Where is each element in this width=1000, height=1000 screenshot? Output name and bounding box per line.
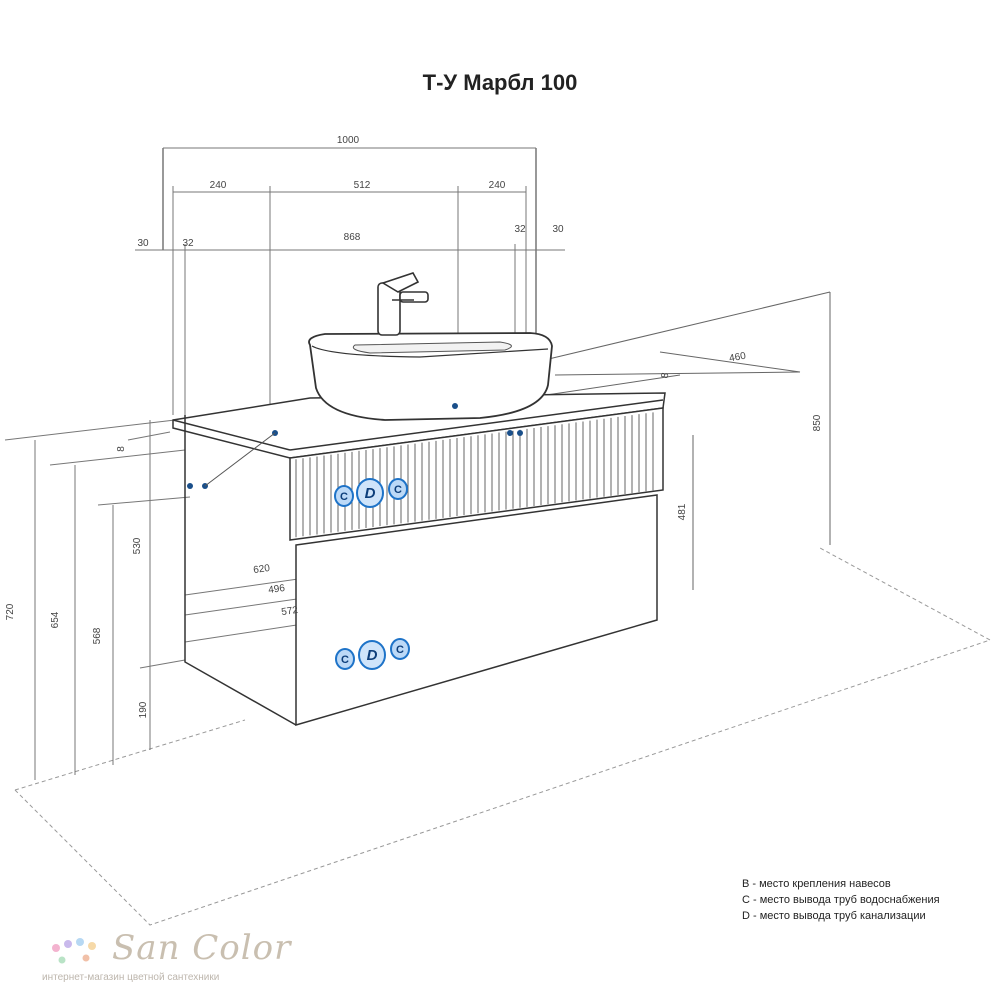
upper-drawer bbox=[289, 407, 664, 541]
left-height-lines bbox=[4, 419, 191, 780]
color-dots-icon bbox=[52, 938, 96, 964]
marker-c-lower-left: C bbox=[341, 654, 349, 666]
dim-height-190: 190 bbox=[138, 701, 149, 718]
marker-c-upper-right: C bbox=[394, 484, 402, 496]
marker-c-upper-left: C bbox=[340, 491, 348, 503]
dimension-labels: 1000 240 512 240 30 32 868 32 30 460 8 8… bbox=[5, 135, 823, 718]
floor-outline bbox=[14, 547, 992, 926]
dim-height-total: 720 bbox=[5, 603, 16, 620]
legend-item-b: B - место крепления навесов bbox=[742, 878, 891, 890]
dim-height-530: 530 bbox=[132, 537, 143, 554]
drawer-ribs bbox=[295, 412, 654, 538]
dim-height-654: 654 bbox=[50, 611, 61, 628]
dim-side-offset-right: 30 bbox=[552, 224, 564, 235]
dim-right-section: 240 bbox=[489, 180, 506, 191]
dim-span-572: 572 bbox=[281, 605, 299, 618]
lower-cabinet bbox=[184, 415, 658, 726]
mount-points bbox=[187, 403, 523, 489]
pipe-markers-upper: C D C bbox=[334, 478, 408, 508]
logo-subtitle: интернет-магазин цветной сантехники bbox=[42, 972, 220, 983]
faucet bbox=[377, 272, 429, 336]
dim-depth: 460 bbox=[728, 351, 747, 365]
dim-drawer-height: 481 bbox=[677, 503, 688, 520]
dim-height-568: 568 bbox=[92, 627, 103, 644]
legend-item-d: D - место вывода труб канализации bbox=[742, 910, 926, 922]
right-wall-lines bbox=[459, 291, 831, 590]
dim-depth-mark-left: 8 bbox=[116, 446, 127, 452]
marker-d-upper: D bbox=[365, 485, 376, 502]
dim-side-offset-left: 30 bbox=[137, 238, 149, 249]
dim-inner-offset-left: 32 bbox=[182, 238, 194, 249]
marker-c-lower-right: C bbox=[396, 644, 404, 656]
brand-logo: San Color интернет-магазин цветной санте… bbox=[40, 928, 300, 988]
dim-span-620: 620 bbox=[253, 563, 271, 576]
dim-span-496: 496 bbox=[268, 583, 286, 596]
sink-basin bbox=[308, 332, 553, 421]
dim-total-width: 1000 bbox=[337, 135, 360, 146]
dim-height-top: 850 bbox=[812, 414, 823, 431]
pipe-markers-lower: C D C bbox=[335, 638, 410, 670]
legend-item-c: C - место вывода труб водоснабжения bbox=[742, 894, 940, 906]
dim-depth-mark: 8 bbox=[660, 371, 672, 379]
marker-d-lower: D bbox=[367, 647, 378, 664]
dim-inner-offset-right: 32 bbox=[514, 224, 526, 235]
dim-left-section: 240 bbox=[210, 180, 227, 191]
dim-inner-span: 868 bbox=[344, 232, 361, 243]
diagram-title: Т-У Марбл 100 bbox=[422, 70, 578, 95]
legend: B - место крепления навесов C - место вы… bbox=[742, 876, 940, 924]
logo-name: San Color bbox=[112, 928, 292, 968]
dim-middle-section: 512 bbox=[354, 180, 371, 191]
wall-frame bbox=[162, 148, 537, 362]
